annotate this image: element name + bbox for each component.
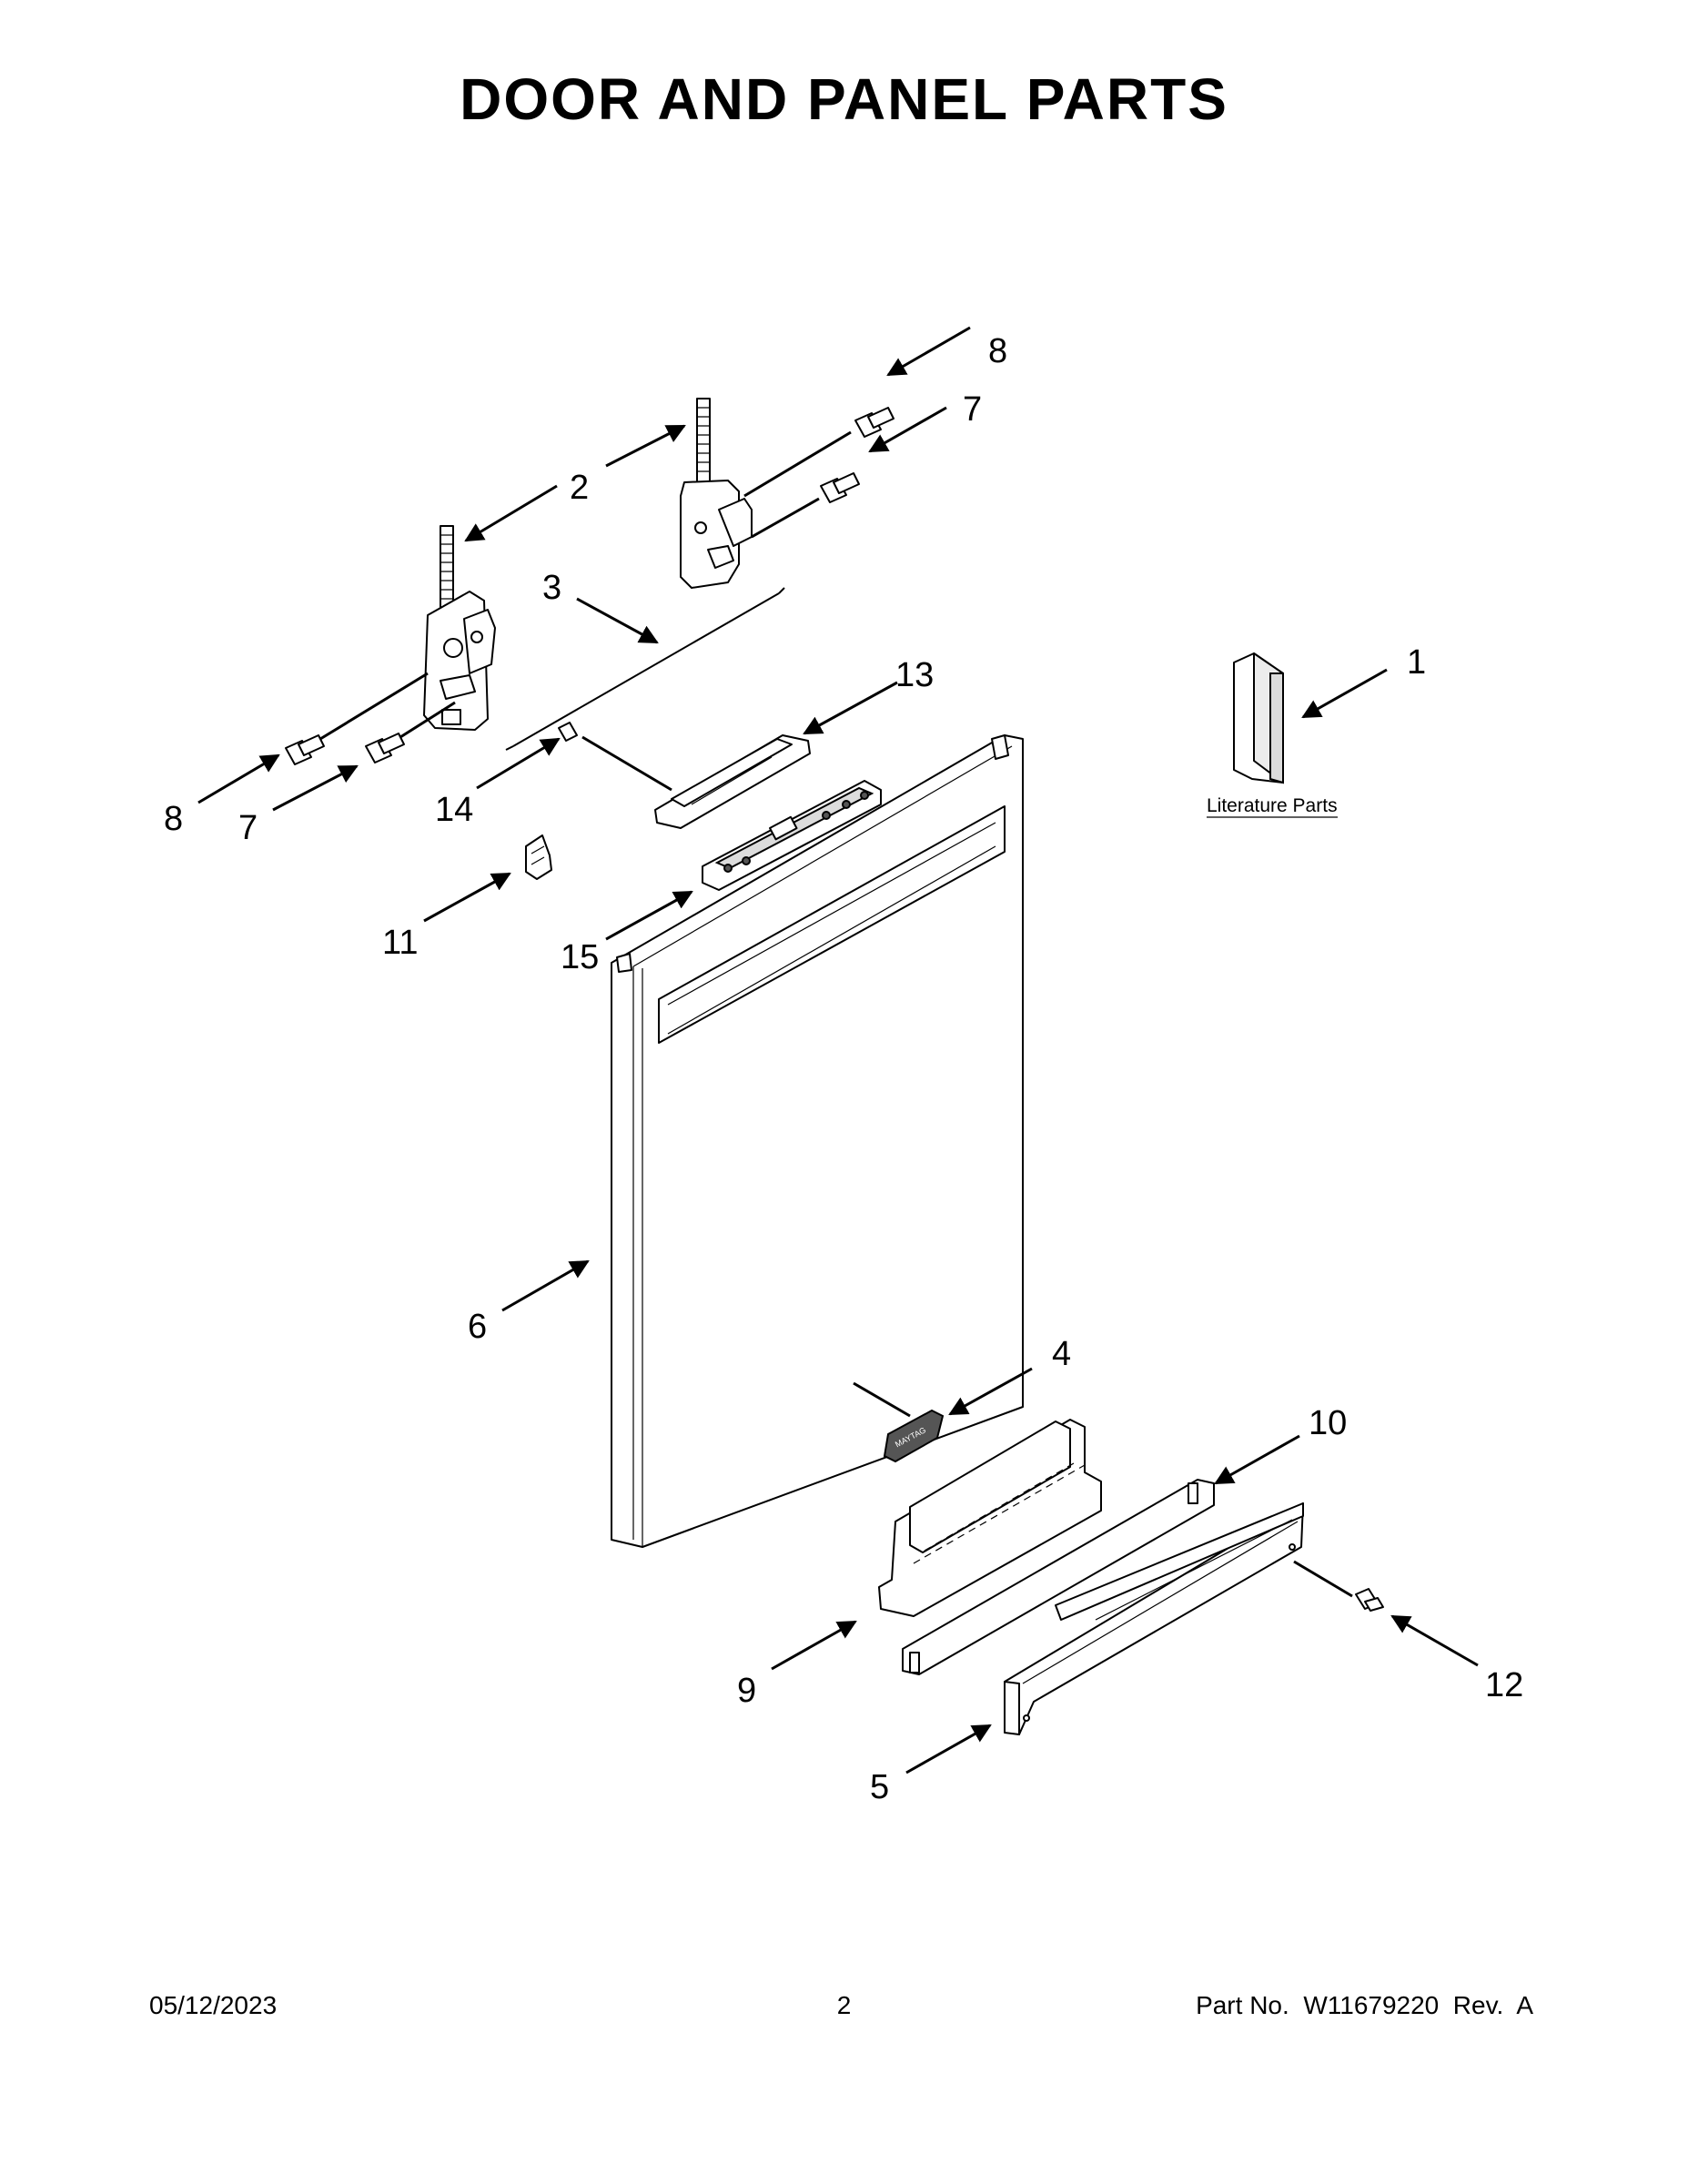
inner-toe-panel bbox=[902, 1479, 1215, 1675]
screw-12 bbox=[1293, 1560, 1384, 1612]
callout-11: 11 bbox=[382, 924, 418, 962]
callout-7-top: 7 bbox=[963, 390, 982, 429]
hinge-screw-7-left bbox=[365, 701, 456, 763]
callout-arrows bbox=[197, 326, 1479, 1774]
screw-14 bbox=[558, 722, 672, 792]
door-rod bbox=[505, 587, 785, 751]
callout-12: 12 bbox=[1485, 1666, 1523, 1704]
hinge-screw-7-right bbox=[751, 472, 860, 539]
literature-parts-label: Literature Parts bbox=[1207, 795, 1338, 816]
callout-15: 15 bbox=[561, 938, 599, 976]
insulation-block bbox=[878, 1419, 1102, 1617]
right-hinge-assembly bbox=[680, 398, 753, 589]
callout-2: 2 bbox=[570, 469, 589, 507]
hinge-screw-8-left bbox=[285, 672, 429, 765]
callout-5: 5 bbox=[870, 1768, 889, 1806]
footer-part-number: Part No. W11679220 Rev. A bbox=[1196, 1991, 1533, 2019]
toe-panel bbox=[1004, 1502, 1304, 1735]
callout-10: 10 bbox=[1309, 1404, 1347, 1442]
left-hinge-assembly bbox=[423, 525, 496, 731]
page-title: DOOR AND PANEL PARTS bbox=[460, 66, 1228, 132]
callout-14: 14 bbox=[435, 791, 473, 829]
literature-parts-box: Literature Parts bbox=[1207, 652, 1338, 818]
hinge-screw-8-right bbox=[743, 407, 895, 498]
callout-7-left: 7 bbox=[238, 809, 258, 847]
callout-13: 13 bbox=[895, 656, 934, 694]
callout-9: 9 bbox=[737, 1672, 756, 1710]
callout-1: 1 bbox=[1407, 643, 1426, 682]
callout-8-top: 8 bbox=[988, 332, 1007, 370]
callout-4: 4 bbox=[1052, 1335, 1071, 1373]
callout-8-left: 8 bbox=[164, 800, 183, 838]
footer-date: 05/12/2023 bbox=[149, 1991, 278, 2019]
maytag-badge: MAYTAG bbox=[853, 1381, 945, 1463]
callout-6: 6 bbox=[468, 1308, 487, 1346]
callout-3: 3 bbox=[542, 569, 561, 607]
callout-labels: 8 7 2 3 13 1 8 7 14 11 15 6 4 10 9 12 5 bbox=[164, 332, 1523, 1806]
outer-door-panel bbox=[611, 734, 1024, 1548]
control-board bbox=[702, 780, 882, 891]
door-clip bbox=[525, 834, 552, 880]
footer-page-number: 2 bbox=[836, 1991, 852, 2019]
control-bracket bbox=[654, 734, 811, 829]
